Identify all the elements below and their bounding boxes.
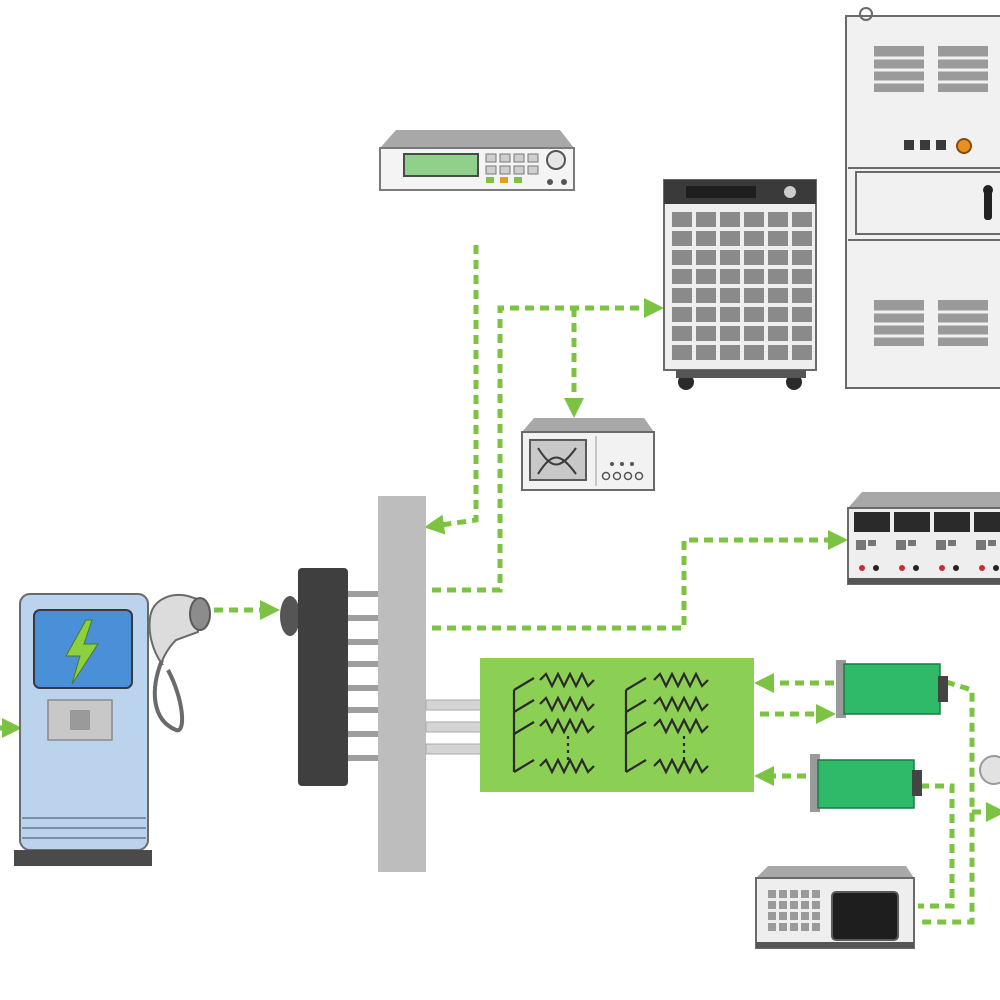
vent-cell bbox=[672, 326, 692, 341]
vent-cell bbox=[720, 326, 740, 341]
vent-cell bbox=[792, 288, 812, 303]
vent-cell bbox=[672, 345, 692, 360]
vent-cell bbox=[720, 269, 740, 284]
data-acquisition-icon bbox=[755, 866, 915, 949]
vent-cell bbox=[792, 269, 812, 284]
vent-cell bbox=[720, 345, 740, 360]
keypad-key bbox=[801, 923, 809, 931]
vent-cell bbox=[792, 231, 812, 246]
flow-lines bbox=[0, 245, 1000, 925]
vent-cell bbox=[768, 326, 788, 341]
keypad-key bbox=[801, 901, 809, 909]
vent-cell bbox=[672, 231, 692, 246]
vent-cell bbox=[720, 288, 740, 303]
vent-cell bbox=[744, 250, 764, 265]
flow-line-rail-to-load bbox=[432, 530, 848, 631]
interface-rail-icon bbox=[378, 496, 426, 872]
ev-charger-icon bbox=[14, 593, 152, 866]
vent-cell bbox=[696, 250, 716, 265]
vent-cell bbox=[672, 307, 692, 322]
flow-line-module1-to-daq bbox=[918, 679, 975, 925]
keypad-key bbox=[768, 912, 776, 920]
keypad-key bbox=[779, 901, 787, 909]
keypad-key bbox=[768, 890, 776, 898]
keypad-key bbox=[790, 901, 798, 909]
switch-matrix-panel-icon bbox=[480, 658, 754, 792]
keypad-key bbox=[790, 923, 798, 931]
vent-cell bbox=[696, 212, 716, 227]
vent-cell bbox=[768, 212, 788, 227]
regenerative-grid-simulator-icon bbox=[663, 179, 817, 390]
vent-cell bbox=[792, 326, 812, 341]
vent-cell bbox=[744, 269, 764, 284]
keypad-key bbox=[768, 923, 776, 931]
vent-cell bbox=[744, 288, 764, 303]
keypad-key bbox=[812, 912, 820, 920]
keypad-key bbox=[812, 923, 820, 931]
bus-bars bbox=[425, 699, 483, 755]
vent-cell bbox=[696, 231, 716, 246]
sensor-icon bbox=[979, 755, 1000, 785]
vent-cell bbox=[792, 212, 812, 227]
module-icon bbox=[836, 660, 948, 718]
connector-block-icon bbox=[280, 568, 380, 786]
vent-cell bbox=[792, 345, 812, 360]
lightning-bolt-icon bbox=[65, 619, 99, 685]
charging-plug-icon bbox=[148, 594, 211, 733]
vent-cell bbox=[720, 307, 740, 322]
keypad-key bbox=[779, 890, 787, 898]
keypad-key bbox=[768, 901, 776, 909]
flow-line-generator-to-rail bbox=[424, 245, 479, 535]
vent-cell bbox=[744, 326, 764, 341]
vent-cell bbox=[792, 250, 812, 265]
power-cabinet-icon bbox=[845, 7, 1000, 389]
vent-cell bbox=[768, 307, 788, 322]
flow-line-module2-to-daq bbox=[918, 783, 955, 909]
signal-generator-icon bbox=[379, 130, 575, 191]
keypad-key bbox=[801, 912, 809, 920]
keypad-key bbox=[779, 923, 787, 931]
vent-cell bbox=[672, 288, 692, 303]
vent-cell bbox=[720, 212, 740, 227]
flow-line-rail-to-grid-simulator bbox=[432, 298, 664, 593]
keypad-key bbox=[790, 912, 798, 920]
keypad-key bbox=[801, 890, 809, 898]
module-icon bbox=[810, 754, 922, 812]
vent-cell bbox=[696, 288, 716, 303]
vent-cell bbox=[672, 269, 692, 284]
vent-cell bbox=[696, 269, 716, 284]
vent-cell bbox=[768, 269, 788, 284]
keypad-key bbox=[812, 890, 820, 898]
vent-cell bbox=[672, 250, 692, 265]
vent-cell bbox=[768, 288, 788, 303]
vent-cell bbox=[768, 231, 788, 246]
vent-cell bbox=[720, 231, 740, 246]
electronic-load-icon bbox=[847, 492, 1000, 585]
vent-cell bbox=[744, 212, 764, 227]
vent-cell bbox=[744, 345, 764, 360]
vent-cell bbox=[792, 307, 812, 322]
vent-cell bbox=[768, 345, 788, 360]
vent-cell bbox=[744, 307, 764, 322]
vent-cell bbox=[696, 345, 716, 360]
vent-cell bbox=[696, 307, 716, 322]
vent-cell bbox=[744, 231, 764, 246]
vent-cell bbox=[696, 326, 716, 341]
vent-cell bbox=[672, 212, 692, 227]
keypad-key bbox=[812, 901, 820, 909]
keypad-key bbox=[779, 912, 787, 920]
vent-cell bbox=[768, 250, 788, 265]
vent-cell bbox=[720, 250, 740, 265]
oscilloscope-icon bbox=[521, 418, 655, 491]
keypad-key bbox=[790, 890, 798, 898]
